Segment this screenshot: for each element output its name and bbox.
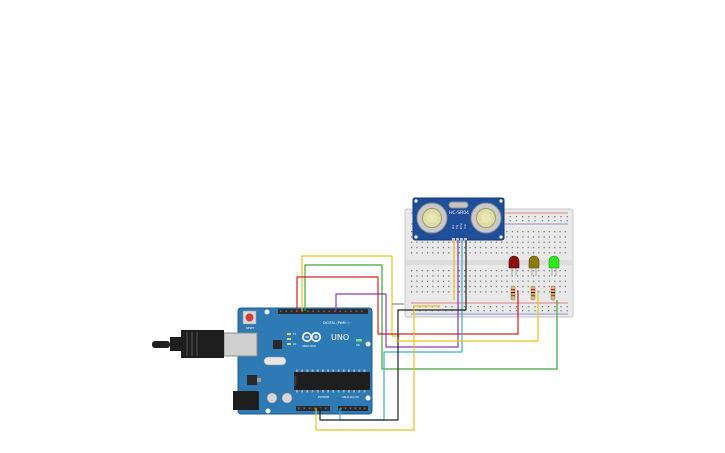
analog-header [338,406,368,411]
sensor-model-label: HC-SR04 [449,210,469,216]
transducer-right [470,202,502,234]
led-yellow[interactable] [528,255,540,276]
board-brand-label: ARDUINO [302,344,317,348]
wire-yellow-top[interactable] [301,255,400,337]
breadboard-bottom-rail [411,302,568,315]
tx-led-label: TX [293,333,296,336]
arduino-logo [301,331,321,342]
reset-button[interactable] [242,310,257,325]
wire-green-top[interactable] [304,264,558,370]
usb-port[interactable] [223,332,258,357]
wire-yellow-led[interactable] [396,290,539,342]
resistor[interactable] [510,285,516,301]
led-red[interactable] [508,255,520,276]
sensor-pin-label: Trig [456,224,459,229]
ultrasonic-sensor[interactable]: HC-SR04 Vcc Trig Echo Gnd [412,197,505,243]
wire-black[interactable] [319,240,467,421]
sensor-pin-label: Echo [460,223,463,229]
capacitors [266,392,293,404]
power-jack[interactable] [233,391,259,410]
wires [296,240,558,431]
wire-yellow-bottom[interactable] [315,305,440,431]
power-header-label: POWER [318,395,329,399]
crystal [263,356,287,366]
wire-purple[interactable] [335,240,459,348]
digital-header [278,309,368,314]
power-header [296,406,330,411]
analog-header-label: ANALOG IN [342,395,359,399]
sensor-pin-label: Vcc [452,224,455,229]
reset-label: RESET [246,326,255,330]
wire-cyan[interactable] [339,240,463,421]
digital-header-label: DIGITAL (PWM~) [323,321,349,325]
mounting-holes [264,309,371,414]
transducer-left [416,202,448,234]
usb-chip [273,340,282,349]
usb-cable[interactable] [152,330,224,358]
crystal-oscillator [448,201,469,209]
chip-pins [296,369,366,393]
resistor[interactable] [550,285,556,301]
sensor-pin-label: Gnd [464,224,467,229]
led-green[interactable] [548,255,560,276]
wire-red-top[interactable] [296,276,519,335]
on-led-label: ON [356,344,360,347]
microcontroller-chip [294,372,370,390]
arduino-uno-board[interactable]: RESET DIGITAL (PWM~) UNO ARDUINO TX RX O… [233,307,373,415]
status-leds: TX RX ON [287,333,362,347]
rx-led-label: RX [293,343,297,346]
digital-pins [280,310,363,313]
voltage-regulator [247,375,261,385]
resistor[interactable] [530,285,536,301]
board-model-label: UNO [331,333,349,342]
